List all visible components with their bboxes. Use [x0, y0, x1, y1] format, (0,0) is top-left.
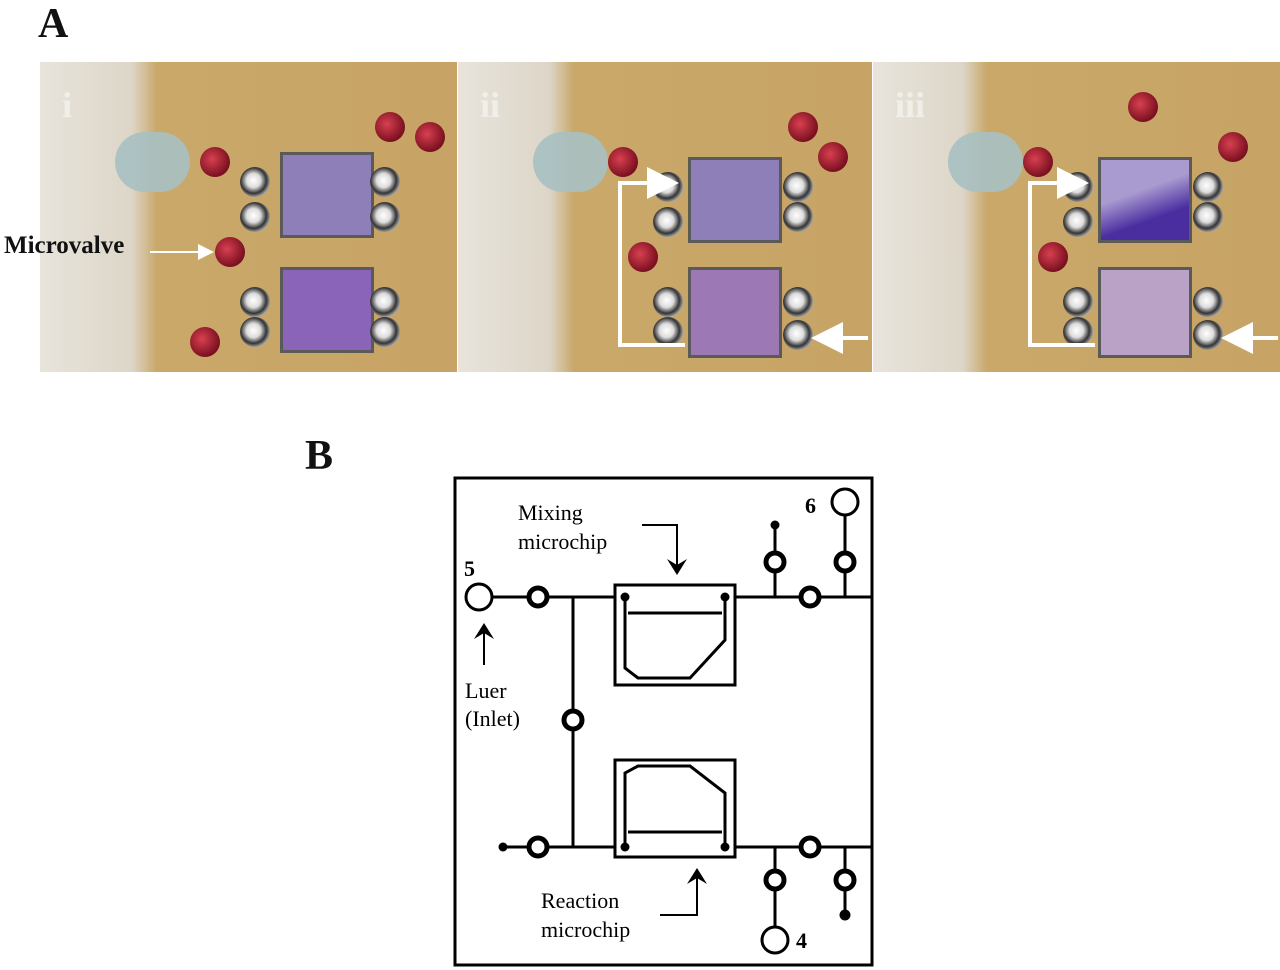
- panel-a-letter: A: [38, 1, 69, 47]
- luer-label-1: Luer: [465, 678, 507, 703]
- luer-label-2: (Inlet): [465, 706, 520, 731]
- microvalve-label: Microvalve: [4, 232, 125, 259]
- photo-frame-ii: ii: [458, 62, 872, 372]
- flow-arrow-ii: [618, 167, 868, 354]
- port-5-label: 5: [464, 556, 475, 581]
- port-5-luer: [464, 582, 494, 612]
- port-4-label: 4: [796, 928, 807, 953]
- mixing-microchip: [613, 583, 737, 687]
- reaction-label-1: Reaction: [541, 888, 619, 913]
- luer-fitting: [115, 132, 190, 192]
- reaction-label-2: microchip: [541, 917, 630, 942]
- frame-label-i: i: [62, 85, 73, 125]
- mixing-chip-photo: [280, 152, 374, 238]
- mixing-label-1: Mixing: [518, 500, 583, 525]
- valve-icon: [526, 550, 857, 892]
- photo-frame-iii: iii: [873, 62, 1280, 372]
- panel-b-letter: B: [305, 433, 334, 479]
- reaction-chip-photo: [280, 267, 374, 353]
- frame-label-iii: iii: [895, 85, 926, 125]
- schematic-b: [453, 476, 874, 967]
- schematic-frame: [453, 476, 874, 967]
- frame-label-ii: ii: [480, 85, 501, 125]
- reaction-arrow: [660, 868, 707, 916]
- mixing-label-2: microchip: [518, 529, 607, 554]
- port-6-label: 6: [805, 493, 816, 518]
- mixing-arrow: [642, 524, 687, 575]
- port-4: [760, 925, 790, 955]
- photo-frame-i: i: [40, 62, 457, 372]
- port-6: [830, 487, 860, 517]
- reaction-microchip: [613, 758, 737, 859]
- flow-arrow-iii: [1028, 167, 1278, 354]
